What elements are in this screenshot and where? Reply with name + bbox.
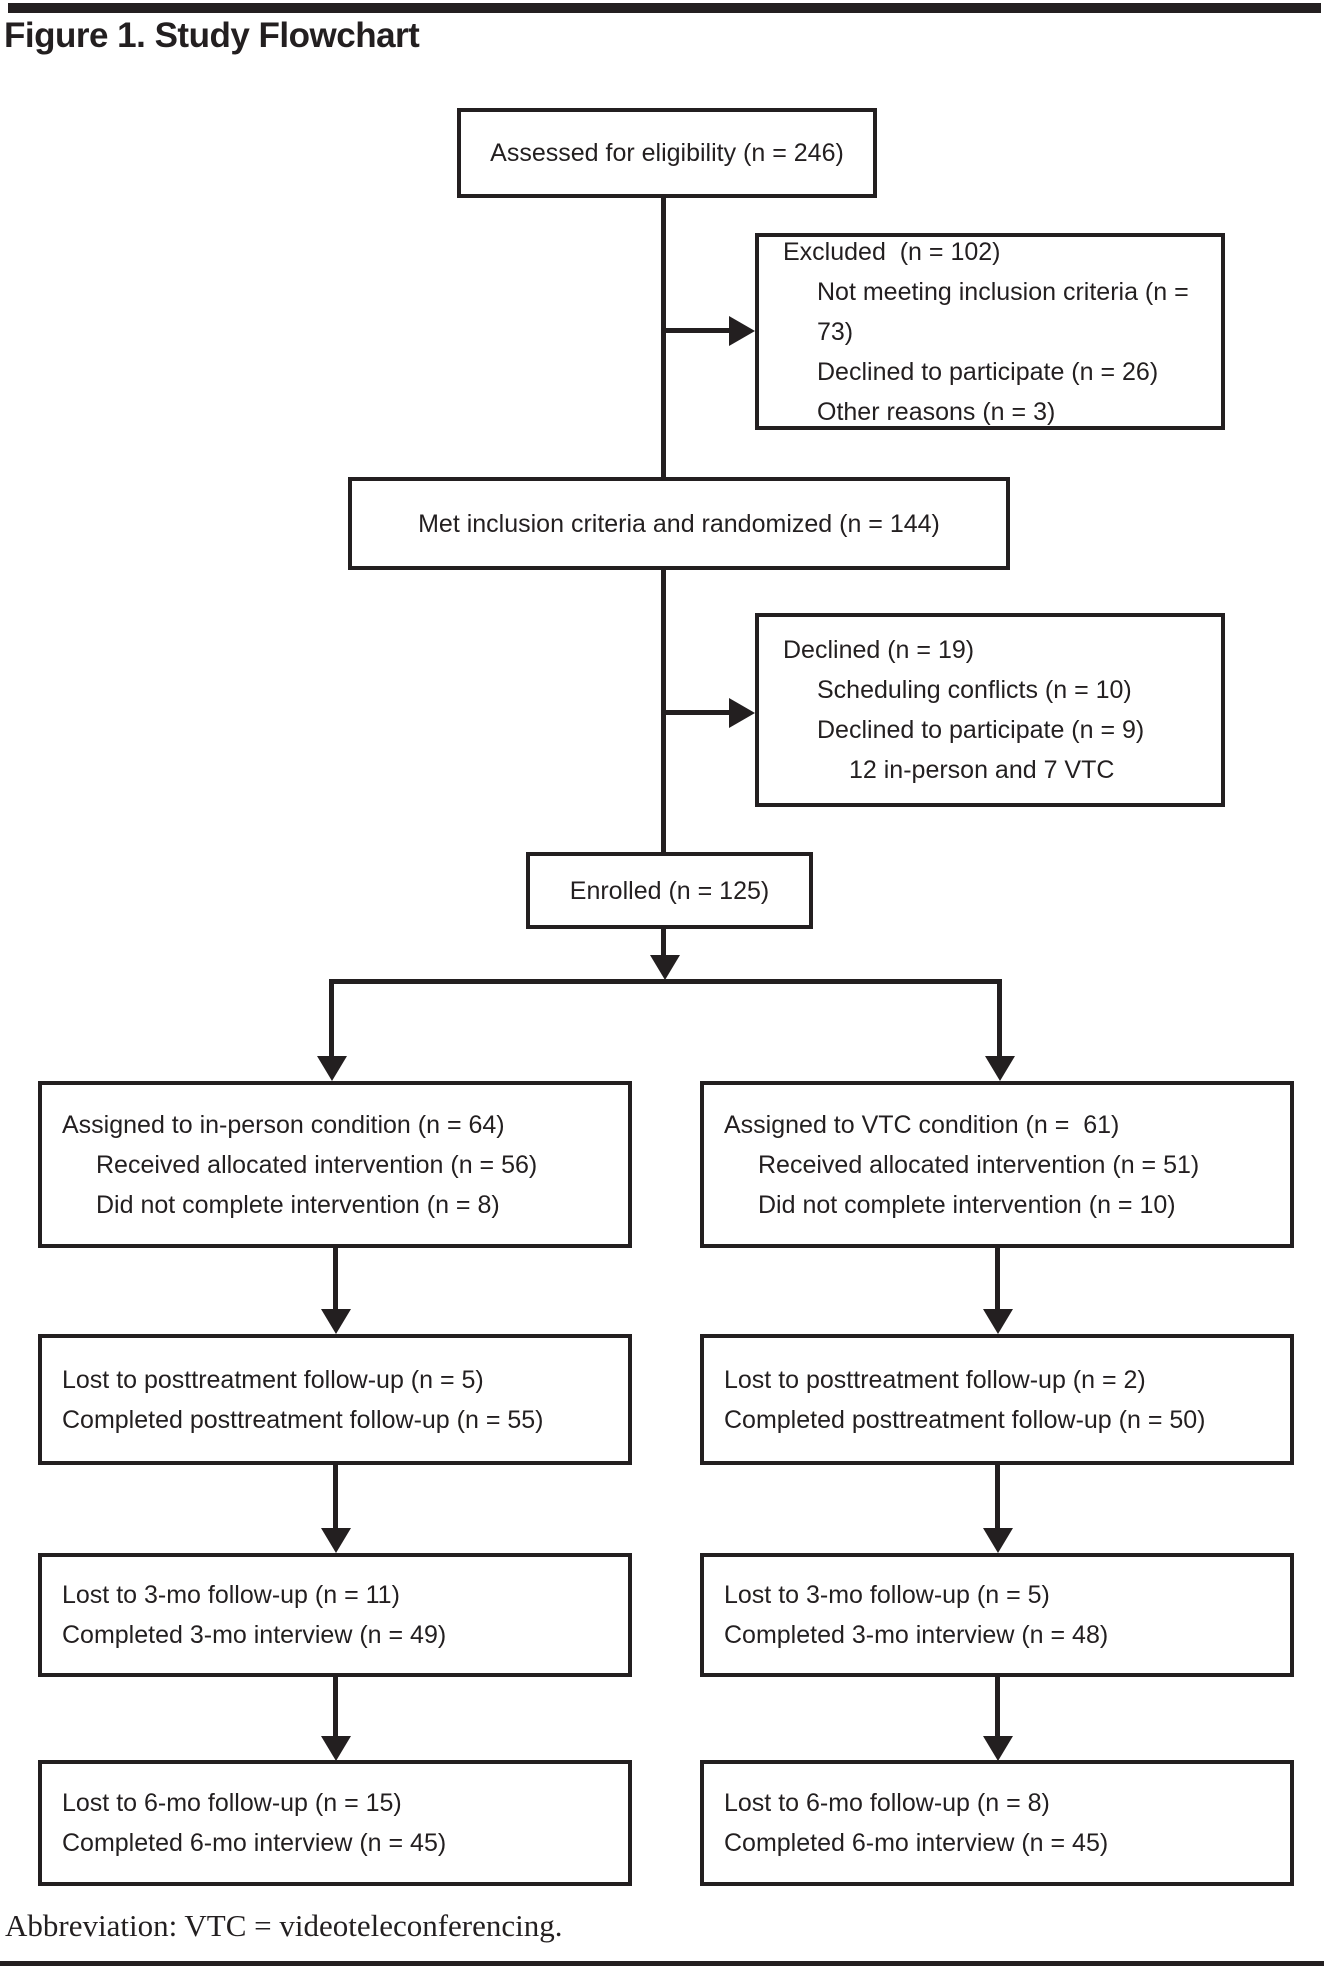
box-line: Assessed for eligibility (n = 246) bbox=[490, 139, 844, 167]
connector-enrolled-to-branch bbox=[661, 929, 666, 957]
box-inperson-6mo: Lost to 6-mo follow-up (n = 15) Complete… bbox=[38, 1760, 632, 1886]
connector-inperson-3mo-to-6mo bbox=[333, 1677, 338, 1739]
arrowhead-excluded bbox=[729, 316, 755, 346]
arrowhead-vtc-posttx bbox=[983, 1309, 1013, 1334]
box-line: Not meeting inclusion criteria (n = 73) bbox=[817, 277, 1196, 346]
box-line: Lost to posttreatment follow-up (n = 5) bbox=[62, 1365, 484, 1394]
connector-inperson-assigned-to-posttx bbox=[333, 1248, 338, 1312]
box-line: Other reasons (n = 3) bbox=[817, 397, 1056, 426]
box-line: Received allocated intervention (n = 51) bbox=[758, 1150, 1200, 1179]
box-line: Assigned to in-person condition (n = 64) bbox=[62, 1110, 505, 1139]
box-line: 12 in-person and 7 VTC bbox=[849, 756, 1115, 784]
box-line: Lost to posttreatment follow-up (n = 2) bbox=[724, 1365, 1146, 1394]
branch-line-inperson bbox=[329, 984, 334, 1057]
box-inperson-posttreatment: Lost to posttreatment follow-up (n = 5) … bbox=[38, 1334, 632, 1465]
box-line: Lost to 3-mo follow-up (n = 11) bbox=[62, 1581, 400, 1609]
box-line: Lost to 6-mo follow-up (n = 8) bbox=[724, 1789, 1050, 1817]
abbreviation-footnote: Abbreviation: VTC = videoteleconferencin… bbox=[5, 1908, 563, 1943]
box-vtc-3mo: Lost to 3-mo follow-up (n = 5) Completed… bbox=[700, 1553, 1294, 1677]
box-assessed-eligibility: Assessed for eligibility (n = 246) bbox=[457, 108, 877, 198]
connector-inperson-posttx-to-3mo bbox=[333, 1465, 338, 1530]
arrowhead-inperson-posttx bbox=[321, 1309, 351, 1334]
arrowhead-declined bbox=[729, 698, 755, 728]
connector-vtc-posttx-to-3mo bbox=[995, 1465, 1000, 1530]
connector-assessed-to-randomized bbox=[661, 198, 666, 477]
box-line: Scheduling conflicts (n = 10) bbox=[817, 676, 1132, 704]
arrowhead-branch-center bbox=[650, 955, 680, 980]
box-line: Excluded (n = 102) bbox=[783, 237, 1001, 266]
box-line: Declined (n = 19) bbox=[783, 636, 975, 664]
arrowhead-inperson-6mo bbox=[321, 1736, 351, 1761]
box-line: Completed posttreatment follow-up (n = 5… bbox=[62, 1405, 544, 1434]
top-rule bbox=[8, 3, 1321, 13]
box-line: Declined to participate (n = 9) bbox=[817, 716, 1145, 744]
connector-to-excluded bbox=[663, 328, 731, 333]
box-line: Completed 6-mo interview (n = 45) bbox=[724, 1829, 1109, 1857]
connector-vtc-3mo-to-6mo bbox=[995, 1677, 1000, 1739]
arrowhead-inperson-3mo bbox=[321, 1528, 351, 1553]
branch-line-vtc bbox=[997, 984, 1002, 1057]
box-inperson-3mo: Lost to 3-mo follow-up (n = 11) Complete… bbox=[38, 1553, 632, 1677]
box-line: Completed posttreatment follow-up (n = 5… bbox=[724, 1405, 1206, 1434]
box-inperson-assigned: Assigned to in-person condition (n = 64)… bbox=[38, 1081, 632, 1248]
box-vtc-6mo: Lost to 6-mo follow-up (n = 8) Completed… bbox=[700, 1760, 1294, 1886]
box-enrolled: Enrolled (n = 125) bbox=[526, 852, 813, 929]
box-line: Assigned to VTC condition (n = 61) bbox=[724, 1110, 1120, 1139]
box-vtc-posttreatment: Lost to posttreatment follow-up (n = 2) … bbox=[700, 1334, 1294, 1465]
box-excluded: Excluded (n = 102) Not meeting inclusion… bbox=[755, 233, 1225, 430]
box-line: Enrolled (n = 125) bbox=[569, 876, 770, 905]
box-line: Lost to 6-mo follow-up (n = 15) bbox=[62, 1789, 402, 1817]
connector-vtc-assigned-to-posttx bbox=[995, 1248, 1000, 1312]
figure-title: Figure 1. Study Flowchart bbox=[4, 16, 420, 55]
arrowhead-vtc-assigned bbox=[985, 1056, 1015, 1081]
box-line: Did not complete intervention (n = 8) bbox=[96, 1190, 500, 1219]
box-vtc-assigned: Assigned to VTC condition (n = 61) Recei… bbox=[700, 1081, 1294, 1248]
box-declined: Declined (n = 19) Scheduling conflicts (… bbox=[755, 613, 1225, 807]
connector-to-declined bbox=[663, 710, 731, 715]
box-line: Lost to 3-mo follow-up (n = 5) bbox=[724, 1581, 1050, 1609]
arrowhead-vtc-6mo bbox=[983, 1736, 1013, 1761]
box-line: Completed 3-mo interview (n = 49) bbox=[62, 1621, 447, 1649]
branch-line bbox=[329, 979, 1002, 984]
box-line: Received allocated intervention (n = 56) bbox=[96, 1150, 538, 1179]
box-line: Declined to participate (n = 26) bbox=[817, 357, 1159, 386]
arrowhead-inperson-assigned bbox=[317, 1056, 347, 1081]
bottom-rule bbox=[0, 1961, 1324, 1966]
box-randomized: Met inclusion criteria and randomized (n… bbox=[348, 477, 1010, 570]
box-line: Completed 6-mo interview (n = 45) bbox=[62, 1829, 447, 1857]
box-line: Met inclusion criteria and randomized (n… bbox=[418, 509, 940, 538]
box-line: Completed 3-mo interview (n = 48) bbox=[724, 1621, 1109, 1649]
box-line: Did not complete intervention (n = 10) bbox=[758, 1190, 1176, 1219]
arrowhead-vtc-3mo bbox=[983, 1528, 1013, 1553]
